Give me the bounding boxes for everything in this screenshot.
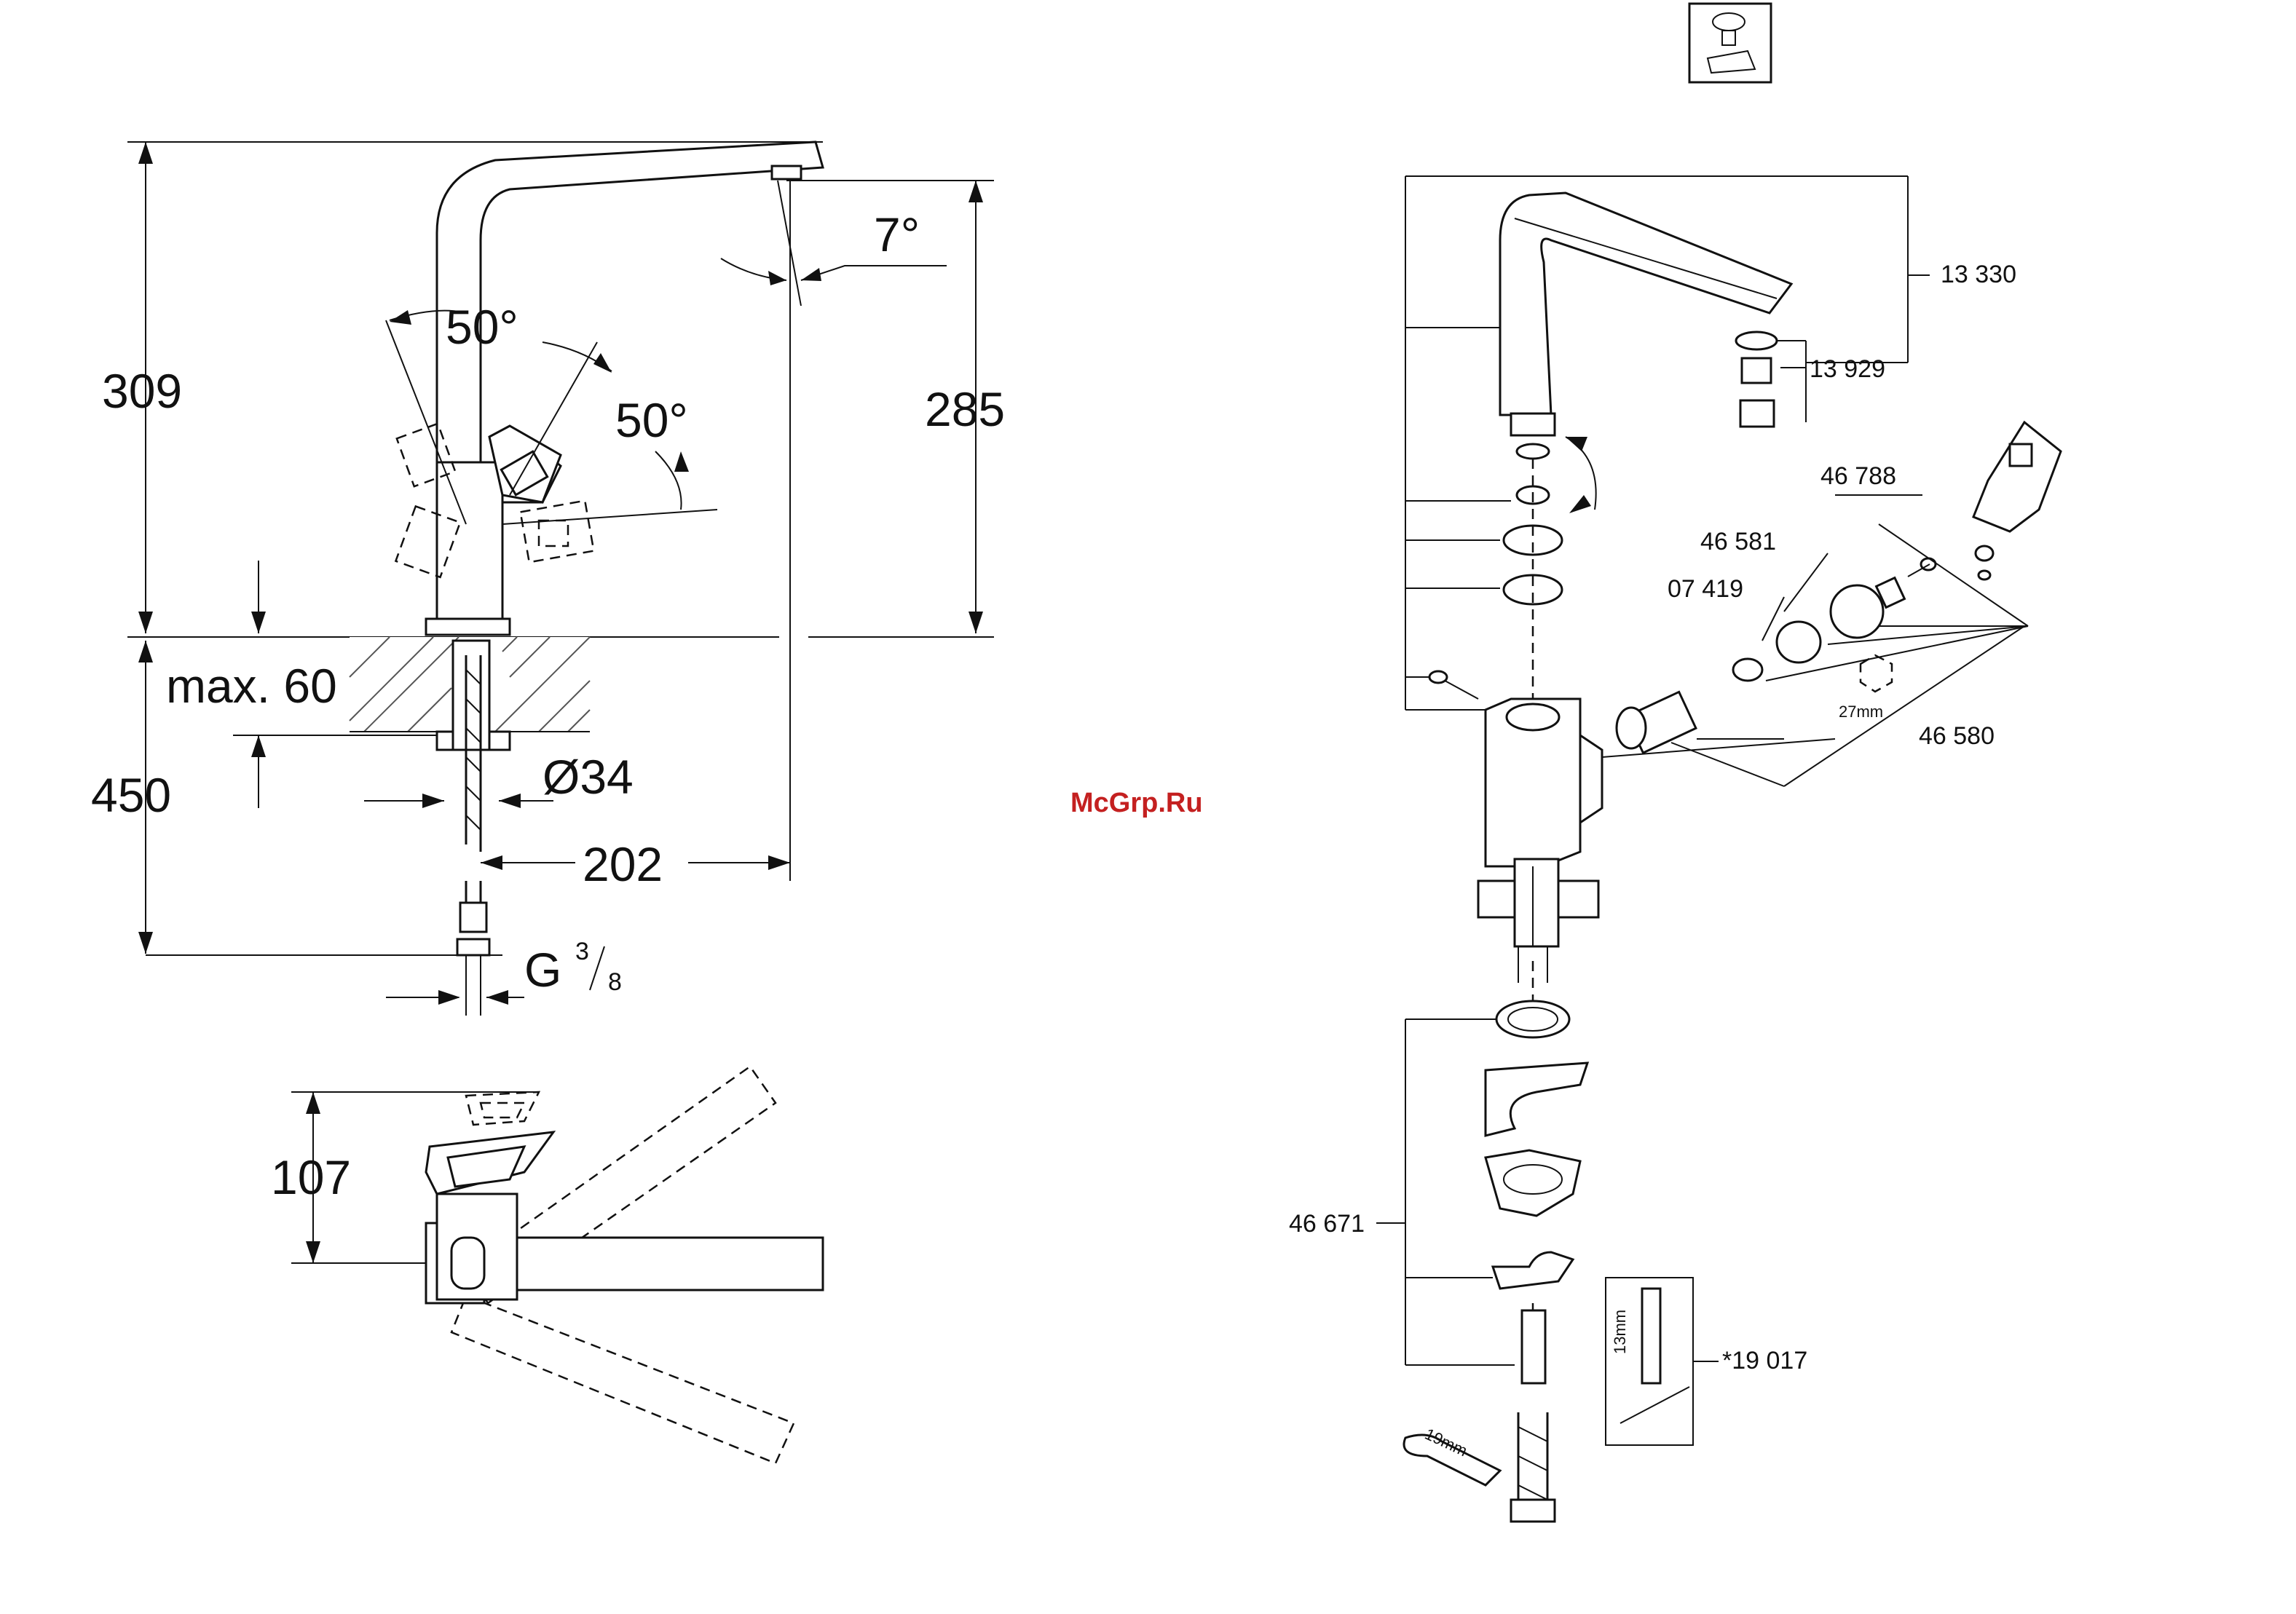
dim-hose-length: 450 <box>91 768 171 822</box>
dim-handle-angle-right: 50° <box>615 393 688 447</box>
dim-handle-angle-left: 50° <box>446 300 518 354</box>
part-handle: 46 788 <box>1820 462 1896 490</box>
dim-thread-denominator: 8 <box>608 968 622 996</box>
dim-thread-numerator: 3 <box>575 938 589 965</box>
dim-top-view-height: 107 <box>271 1150 351 1204</box>
hex-size-label: 27mm <box>1839 703 1883 721</box>
dim-hole-diameter: Ø34 <box>543 750 634 804</box>
box-wrench-size-label: 13mm <box>1611 1310 1629 1354</box>
part-cartridge-ring: 07 419 <box>1668 575 1743 603</box>
dim-spout-height: 285 <box>925 382 1005 436</box>
part-cartridge-set: 46 580 <box>1919 722 1995 750</box>
exploded-view: 13 330 13 929 <box>1289 4 2061 1522</box>
dim-spout-angle: 7° <box>874 207 920 261</box>
dim-total-height: 309 <box>102 364 182 418</box>
dim-max-thickness: max. 60 <box>166 659 337 713</box>
dim-thread-main: G <box>524 943 561 997</box>
side-elevation: 309 285 7° <box>91 142 1005 1016</box>
part-spout: 13 330 <box>1941 261 2016 288</box>
watermark-text: McGrp.Ru <box>1070 788 1203 818</box>
dim-reach: 202 <box>583 837 663 891</box>
part-cartridge-nut: 46 581 <box>1700 528 1776 555</box>
top-view: 107 <box>271 1067 823 1463</box>
part-aerator: 13 929 <box>1810 355 1885 383</box>
part-mounting-set: 46 671 <box>1289 1210 1365 1238</box>
part-tool: *19 017 <box>1722 1347 1807 1374</box>
